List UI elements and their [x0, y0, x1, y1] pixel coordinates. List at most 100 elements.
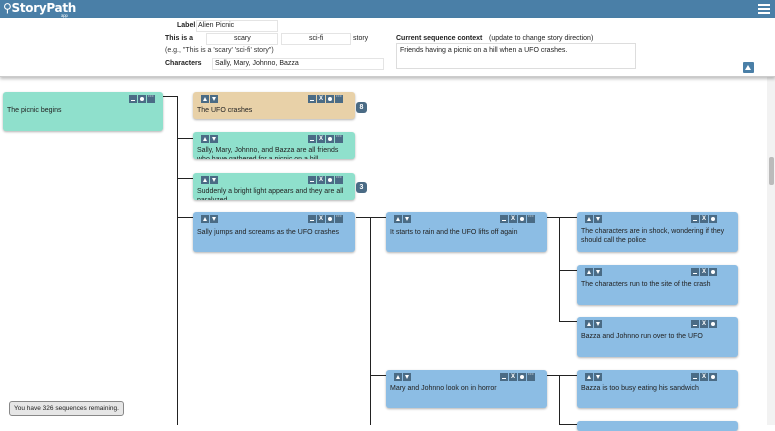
- minimize-icon[interactable]: [691, 320, 699, 328]
- move-down-icon[interactable]: [594, 215, 602, 223]
- close-icon[interactable]: X: [317, 215, 325, 223]
- story-node[interactable]: X Mary and Johnno look on in horror: [386, 370, 547, 408]
- story-node[interactable]: X It starts to rain and the UFO lifts of…: [386, 212, 547, 252]
- logo[interactable]: ⚲StoryPath app: [3, 1, 77, 18]
- connector: [547, 217, 559, 218]
- settings-icon[interactable]: [709, 373, 717, 381]
- context-textarea[interactable]: Friends having a picnic on a hill when a…: [396, 43, 636, 69]
- vertical-scrollbar[interactable]: [767, 77, 775, 425]
- node-text: Suddenly a bright light appears and they…: [197, 188, 344, 200]
- story-node[interactable]: X The characters run to the site of the …: [577, 265, 738, 305]
- connector: [559, 321, 577, 322]
- settings-icon[interactable]: [326, 135, 334, 143]
- close-icon[interactable]: X: [700, 215, 708, 223]
- settings-icon[interactable]: [709, 268, 717, 276]
- story-node[interactable]: X Sally jumps and screams as the UFO cra…: [193, 212, 355, 252]
- connector: [356, 217, 370, 218]
- settings-icon[interactable]: [326, 176, 334, 184]
- minimize-icon[interactable]: [691, 215, 699, 223]
- close-icon[interactable]: X: [317, 135, 325, 143]
- move-down-icon[interactable]: [403, 215, 411, 223]
- move-down-icon[interactable]: [594, 268, 602, 276]
- minimize-icon[interactable]: [308, 95, 316, 103]
- more-icon[interactable]: [335, 133, 343, 143]
- connector: [370, 375, 386, 376]
- genre-input[interactable]: sci-fi: [281, 33, 351, 45]
- settings-icon[interactable]: [518, 373, 526, 381]
- minimize-icon[interactable]: [500, 215, 508, 223]
- move-down-icon[interactable]: [210, 95, 218, 103]
- story-node[interactable]: X The characters are in shock, wondering…: [577, 212, 738, 252]
- characters-input[interactable]: Sally, Mary, Johnno, Bazza: [212, 58, 384, 70]
- minimize-icon[interactable]: [129, 95, 137, 103]
- settings-icon[interactable]: [709, 320, 717, 328]
- more-icon[interactable]: [527, 371, 535, 381]
- settings-icon[interactable]: [138, 95, 146, 103]
- minimize-icon[interactable]: [308, 135, 316, 143]
- settings-icon[interactable]: [326, 95, 334, 103]
- tone-input[interactable]: scary: [206, 33, 278, 45]
- hamburger-menu-icon[interactable]: [758, 4, 770, 14]
- story-node[interactable]: X Bazza is too busy eating his sandwich: [577, 370, 738, 408]
- move-down-icon[interactable]: [210, 215, 218, 223]
- close-icon[interactable]: X: [509, 373, 517, 381]
- move-up-icon[interactable]: [585, 215, 593, 223]
- minimize-icon[interactable]: [308, 215, 316, 223]
- child-count-badge[interactable]: 8: [356, 102, 367, 113]
- move-down-icon[interactable]: [594, 320, 602, 328]
- move-up-icon[interactable]: [394, 215, 402, 223]
- story-node[interactable]: X Sally, Mary, Johnno, and Bazza are all…: [193, 132, 355, 159]
- connector: [547, 375, 559, 376]
- move-down-icon[interactable]: [210, 135, 218, 143]
- close-icon[interactable]: X: [509, 215, 517, 223]
- move-up-icon[interactable]: [394, 373, 402, 381]
- more-icon[interactable]: [335, 213, 343, 223]
- more-icon[interactable]: [335, 174, 343, 184]
- node-text: The characters are in shock, wondering i…: [581, 228, 725, 244]
- child-count-badge[interactable]: 3: [356, 182, 367, 193]
- more-icon[interactable]: [335, 93, 343, 103]
- context-label: Current sequence context: [396, 35, 483, 42]
- collapse-panel-button[interactable]: [743, 62, 754, 73]
- move-up-icon[interactable]: [585, 373, 593, 381]
- move-down-icon[interactable]: [210, 176, 218, 184]
- move-up-icon[interactable]: [201, 176, 209, 184]
- label-input[interactable]: Alien Picnic: [196, 20, 278, 32]
- story-node[interactable]: X Bazza and Johnno run over to the UFO: [577, 317, 738, 357]
- close-icon[interactable]: X: [700, 268, 708, 276]
- connector: [370, 217, 386, 218]
- scrollbar-thumb[interactable]: [769, 157, 774, 185]
- minimize-icon[interactable]: [691, 373, 699, 381]
- connector: [177, 96, 178, 425]
- story-node[interactable]: [577, 421, 738, 431]
- close-icon[interactable]: X: [700, 320, 708, 328]
- story-node-root[interactable]: The picnic begins: [3, 92, 163, 131]
- minimize-icon[interactable]: [500, 373, 508, 381]
- connector: [559, 375, 560, 425]
- move-up-icon[interactable]: [201, 135, 209, 143]
- connector: [163, 96, 177, 97]
- node-text: The UFO crashes: [197, 107, 253, 114]
- settings-icon[interactable]: [326, 215, 334, 223]
- node-text: Bazza and Johnno run over to the UFO: [581, 333, 703, 340]
- settings-icon[interactable]: [518, 215, 526, 223]
- minimize-icon[interactable]: [308, 176, 316, 184]
- move-up-icon[interactable]: [585, 320, 593, 328]
- story-node[interactable]: X The UFO crashes: [193, 92, 355, 119]
- minimize-icon[interactable]: [691, 268, 699, 276]
- close-icon[interactable]: X: [317, 95, 325, 103]
- story-node[interactable]: X Suddenly a bright light appears and th…: [193, 173, 355, 200]
- more-icon[interactable]: [527, 213, 535, 223]
- move-down-icon[interactable]: [594, 373, 602, 381]
- move-up-icon[interactable]: [201, 95, 209, 103]
- story-word: story: [353, 35, 369, 42]
- context-hint: (update to change story direction): [489, 35, 594, 42]
- close-icon[interactable]: X: [700, 373, 708, 381]
- move-up-icon[interactable]: [201, 215, 209, 223]
- close-icon[interactable]: X: [317, 176, 325, 184]
- more-icon[interactable]: [147, 93, 155, 103]
- connector: [177, 178, 193, 179]
- settings-icon[interactable]: [709, 215, 717, 223]
- move-down-icon[interactable]: [403, 373, 411, 381]
- move-up-icon[interactable]: [585, 268, 593, 276]
